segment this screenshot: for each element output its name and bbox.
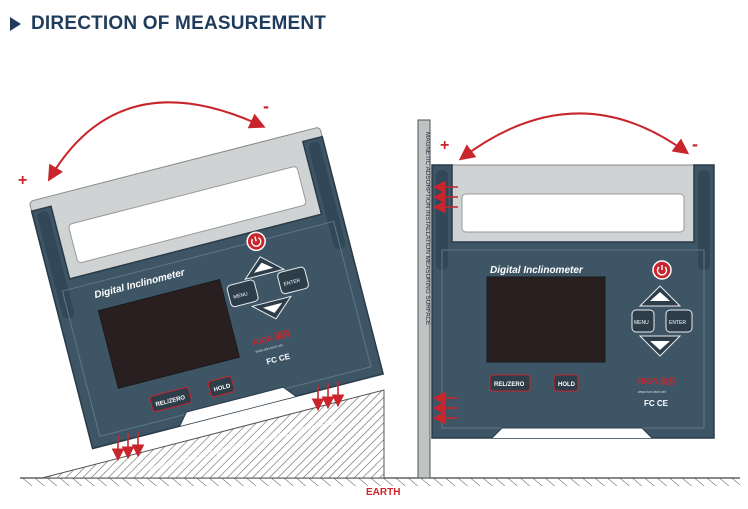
tilted-dpad: MENU ENTER bbox=[226, 256, 310, 320]
tilted-hold-label: HOLD bbox=[213, 383, 232, 393]
section-heading: DIRECTION OF MEASUREMENT bbox=[10, 12, 326, 36]
upright-rotation-arrow bbox=[458, 112, 690, 161]
power-icon bbox=[251, 236, 262, 247]
upright-plus-sign: + bbox=[440, 137, 449, 154]
upright-device-title: Digital Inclinometer bbox=[490, 265, 584, 276]
tilted-inclinometer: Digital Inclinometer MENU ENTER RION 瑞芬 … bbox=[29, 127, 385, 450]
upright-minus-sign: - bbox=[692, 134, 698, 154]
wall-surface-label: MAGNETIC ADSORPTION INSTALLATION MEASURI… bbox=[424, 132, 431, 325]
tilted-rel-zero-button[interactable] bbox=[149, 386, 193, 413]
ground bbox=[20, 477, 740, 486]
play-triangle-icon bbox=[10, 17, 21, 31]
power-icon bbox=[656, 265, 668, 276]
ground-label: EARTH bbox=[366, 487, 400, 498]
tilted-menu-button[interactable] bbox=[226, 279, 259, 308]
upright-contact-arrows bbox=[432, 180, 458, 425]
upright-certs: FC CE bbox=[644, 399, 669, 408]
tilted-enter-label: ENTER bbox=[283, 278, 301, 288]
tilted-website: www.rion-tech.net bbox=[255, 343, 283, 354]
upright-rel-zero-label: REL/ZERO bbox=[494, 382, 525, 388]
upright-brand: RION 瑞芬 bbox=[638, 376, 677, 386]
upright-website: www.rion-tech.net bbox=[638, 390, 666, 394]
tilted-minus-sign: - bbox=[263, 96, 269, 116]
tilted-rotation-arrow bbox=[47, 101, 266, 182]
tilted-plus-sign: + bbox=[18, 172, 27, 189]
tilted-enter-button[interactable] bbox=[277, 266, 310, 295]
upright-menu-button[interactable] bbox=[631, 309, 655, 333]
tilted-device-screen bbox=[97, 279, 241, 389]
upright-menu-label: MENU bbox=[634, 320, 649, 326]
tilted-menu-label: MENU bbox=[233, 291, 249, 301]
upright-device-screen bbox=[486, 276, 606, 363]
upright-inclinometer: Digital Inclinometer MENU ENTER RION 瑞芬 … bbox=[431, 164, 715, 439]
vertical-surface: MAGNETIC ADSORPTION INSTALLATION MEASURI… bbox=[417, 119, 431, 479]
tilted-contact-arrows bbox=[111, 381, 345, 462]
upright-dpad: MENU ENTER bbox=[631, 285, 693, 357]
upright-hold-label: HOLD bbox=[558, 382, 576, 388]
upright-rel-zero-button[interactable] bbox=[489, 374, 531, 392]
upright-enter-label: ENTER bbox=[669, 320, 686, 326]
section-title: DIRECTION OF MEASUREMENT bbox=[31, 13, 327, 34]
upright-enter-button[interactable] bbox=[665, 309, 693, 333]
upright-hold-button[interactable] bbox=[553, 374, 579, 392]
tilted-hold-button[interactable] bbox=[207, 376, 235, 398]
